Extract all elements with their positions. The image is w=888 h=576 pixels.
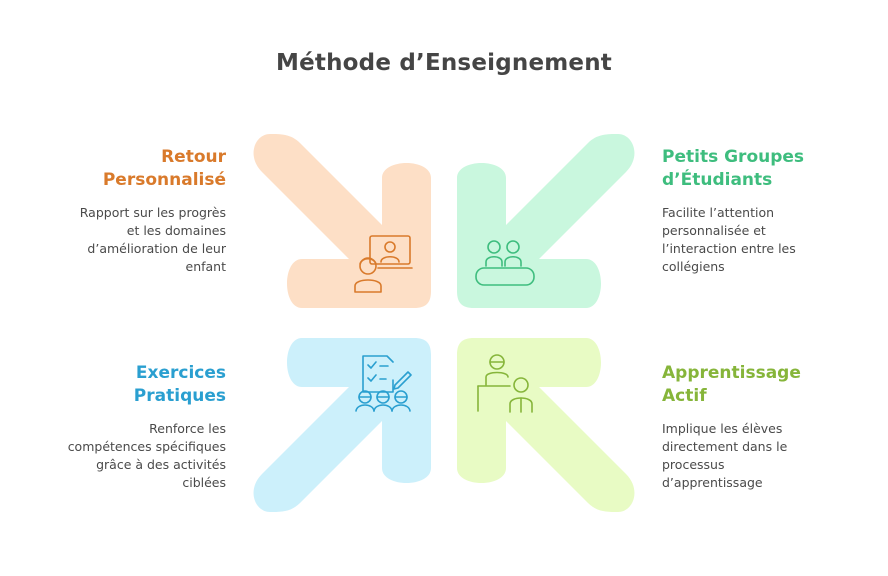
retour-personnalise-block: Retour Personnalisé Rapport sur les prog… [26,146,226,276]
exercices-pratiques-block: Exercices Pratiques Renforce les compéte… [26,362,226,492]
teacher-student-icon [477,354,533,413]
arrow-top-left [253,134,431,308]
exercices-pratiques-description: Renforce les compétences spécifiques grâ… [67,421,226,490]
teacher-video-call-icon [354,235,413,293]
exercices-pratiques-title: Exercices Pratiques [133,363,226,406]
page-title: Méthode d’Enseignement [276,50,612,76]
arrow-bottom-right [457,338,635,512]
petits-groupes-description: Facilite l’attention personnalisée et l’… [662,205,796,274]
arrow-bottom-left [253,338,431,512]
petits-groupes-block: Petits Groupes d’Étudiants Facilite l’at… [662,146,862,276]
arrow-top-right [457,134,635,308]
checklist-group-icon [355,355,412,412]
apprentissage-actif-title: Apprentissage Actif [662,363,801,406]
petits-groupes-title: Petits Groupes d’Étudiants [662,147,805,190]
retour-personnalise-description: Rapport sur les progrès et les domaines … [79,205,226,274]
apprentissage-actif-block: Apprentissage Actif Implique les élèves … [662,362,862,492]
retour-personnalise-title: Retour Personnalisé [102,147,226,190]
group-at-table-icon [475,240,535,286]
apprentissage-actif-description: Implique les élèves directement dans le … [662,421,788,490]
